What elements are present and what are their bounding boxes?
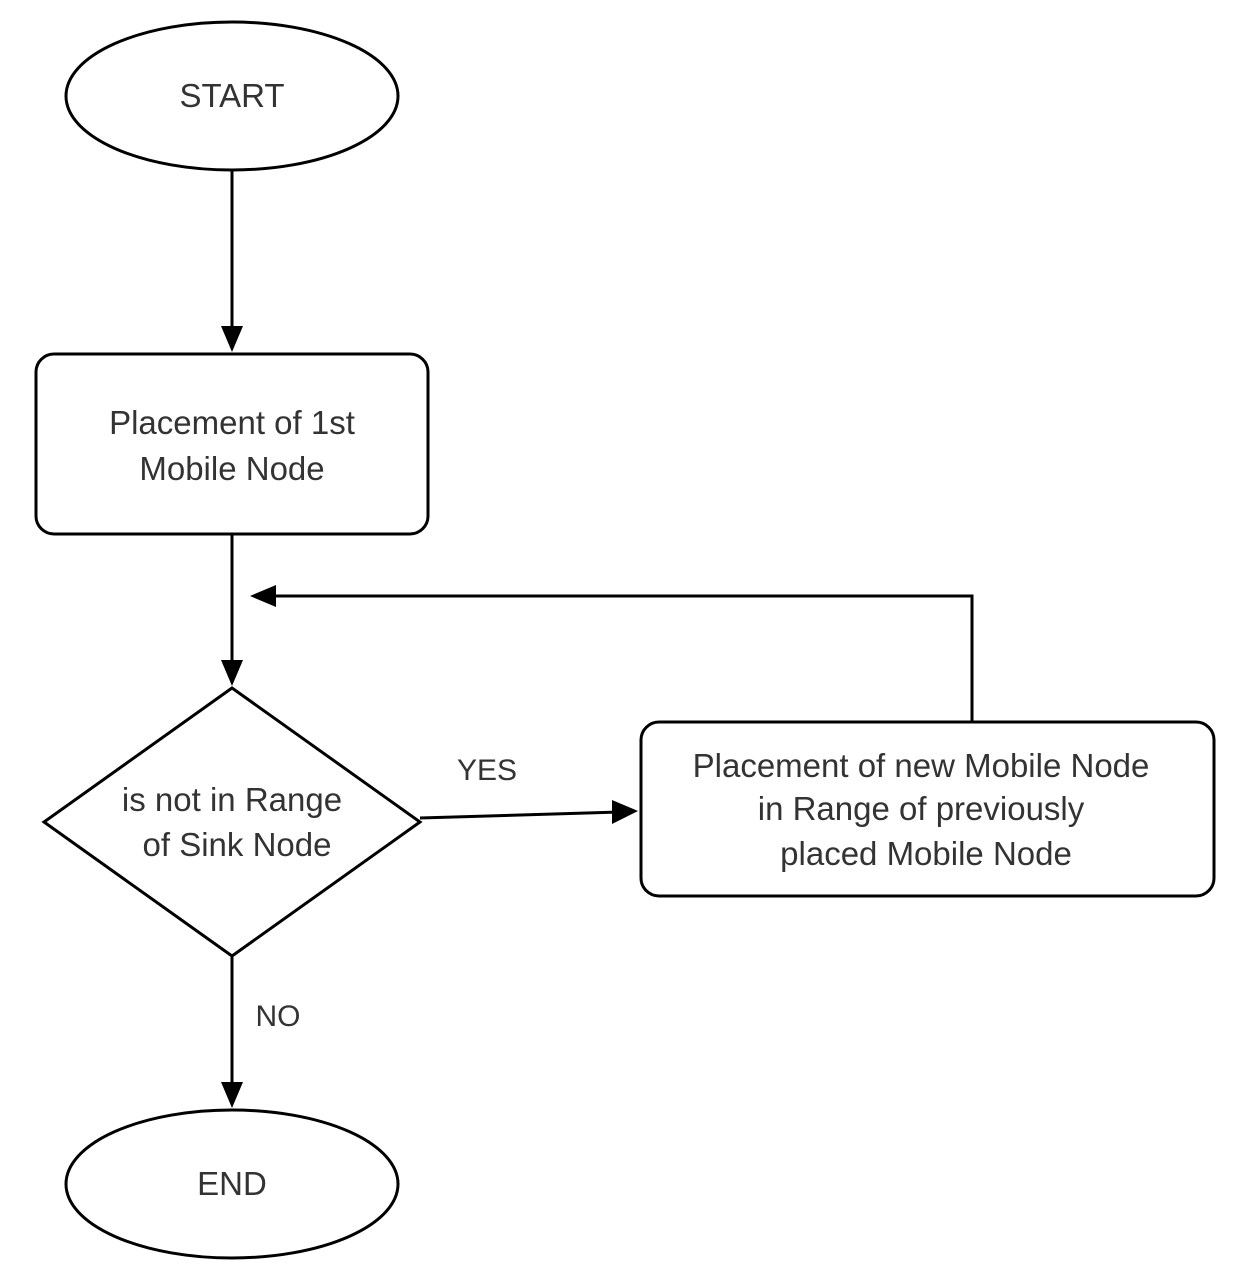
decision-label-line-1: is not in Range xyxy=(122,781,342,818)
start-label: START xyxy=(179,77,284,114)
first-node-process: Placement of 1st Mobile Node xyxy=(34,352,430,536)
edge-decision-yes: YES xyxy=(419,754,638,824)
new-node-process: Placement of new Mobile Node in Range of… xyxy=(639,720,1216,898)
first-node-label-line-1: Placement of 1st xyxy=(109,404,355,441)
new-node-label-line-3: placed Mobile Node xyxy=(780,835,1072,872)
first-node-label-line-2: Mobile Node xyxy=(139,450,324,487)
edge-decision-no: NO xyxy=(221,956,301,1108)
arrowhead-icon xyxy=(250,585,276,607)
edge-first-node-to-decision xyxy=(221,534,243,686)
decision-node: is not in Range of Sink Node xyxy=(41,686,423,958)
arrowhead-icon xyxy=(221,660,243,686)
new-node-label-line-2: in Range of previously xyxy=(758,790,1085,827)
end-label: END xyxy=(197,1165,267,1202)
arrowhead-icon xyxy=(612,800,638,824)
arrowhead-icon xyxy=(221,326,243,352)
arrowhead-icon xyxy=(221,1082,243,1108)
yes-label: YES xyxy=(457,754,517,787)
edge-start-to-first-node xyxy=(221,170,243,352)
decision-label-line-2: of Sink Node xyxy=(143,826,332,863)
edge-loop-back xyxy=(250,585,974,722)
new-node-label-line-1: Placement of new Mobile Node xyxy=(693,747,1150,784)
end-node: END xyxy=(64,1108,400,1260)
start-node: START xyxy=(64,20,400,172)
no-label: NO xyxy=(256,1000,301,1033)
